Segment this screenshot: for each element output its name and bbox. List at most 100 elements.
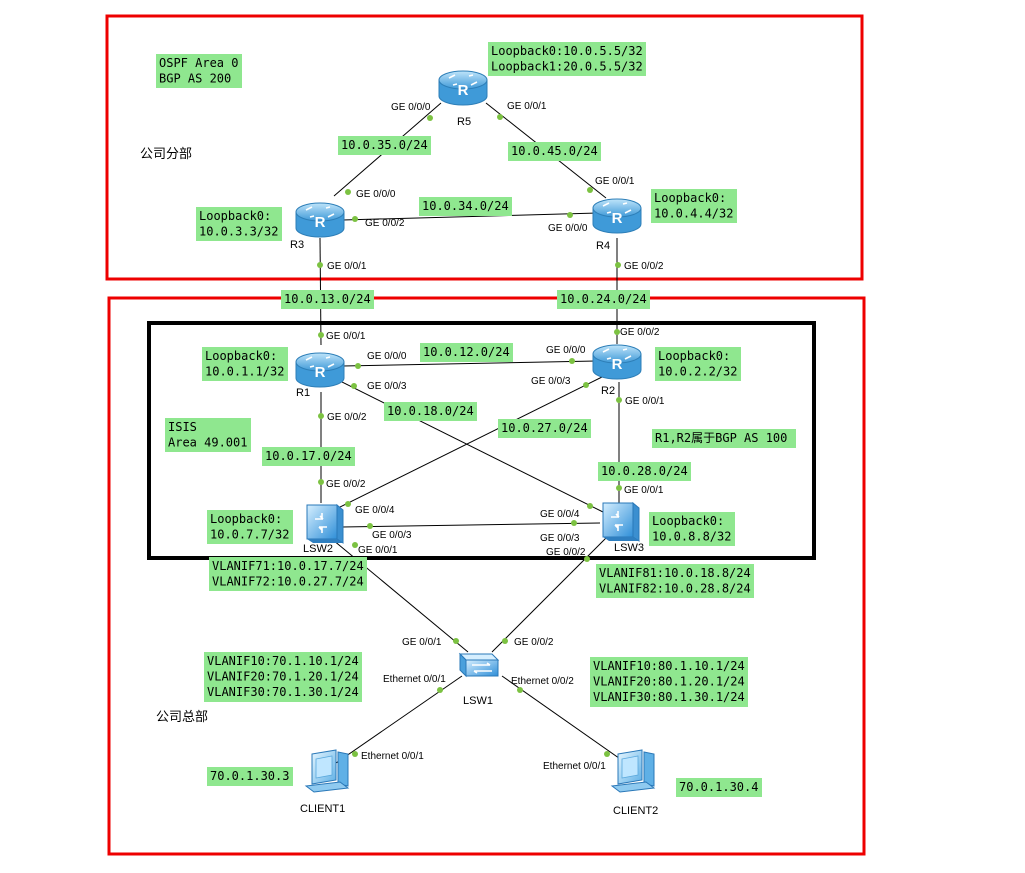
label-background bbox=[156, 54, 242, 88]
port-label: GE 0/0/1 bbox=[624, 485, 664, 496]
router-r4[interactable] bbox=[592, 198, 642, 234]
r3-loopback-label: Loopback0:10.0.3.3/32 bbox=[196, 207, 282, 241]
label-background bbox=[165, 418, 251, 452]
pc-icon bbox=[611, 749, 655, 793]
label-text: 10.0.4.4/32 bbox=[654, 207, 733, 221]
switch-lsw2[interactable] bbox=[306, 504, 344, 544]
label-background bbox=[207, 510, 293, 544]
label-text: 10.0.35.0/24 bbox=[341, 138, 428, 152]
lsw2-loopback-label: Loopback0: 10.0.7.7/32 bbox=[207, 510, 293, 544]
label-text: Loopback0: bbox=[210, 512, 282, 526]
switch-lsw1[interactable] bbox=[459, 653, 499, 677]
port-label: GE 0/0/1 bbox=[595, 176, 635, 187]
switch-lsw3[interactable] bbox=[602, 502, 640, 542]
port-label: GE 0/0/1 bbox=[507, 101, 547, 112]
label-text: 70.0.1.30.3 bbox=[210, 769, 289, 783]
port-label: GE 0/0/1 bbox=[327, 261, 367, 272]
r2-name: R2 bbox=[601, 385, 615, 397]
port-label: GE 0/0/4 bbox=[355, 505, 395, 516]
subnet-10-0-34-label: 10.0.34.0/24 bbox=[419, 197, 512, 216]
router-r1[interactable] bbox=[295, 352, 345, 388]
label-text: 10.0.7.7/32 bbox=[210, 528, 289, 542]
link-r1-lsw3 bbox=[333, 377, 608, 515]
label-text: VLANIF81:10.0.18.8/24 bbox=[599, 566, 751, 580]
port-label: GE 0/0/0 bbox=[391, 102, 431, 113]
label-background bbox=[420, 343, 513, 362]
label-background bbox=[338, 136, 431, 155]
label-text: VLANIF20:70.1.20.1/24 bbox=[207, 670, 359, 684]
port-label: GE 0/0/3 bbox=[531, 376, 571, 387]
label-text: VLANIF10:70.1.10.1/24 bbox=[207, 654, 359, 668]
subnet-10-0-12-label: 10.0.12.0/24 bbox=[420, 343, 513, 362]
link-r2-lsw2 bbox=[329, 376, 603, 513]
subnet-10-0-45-label: 10.0.45.0/24 bbox=[508, 142, 601, 161]
bgp-as100-label: R1,R2属于BGP AS 100 bbox=[652, 429, 796, 448]
port-labels: GE 0/0/0 GE 0/0/1 GE 0/0/0 GE 0/0/2 GE 0… bbox=[326, 101, 665, 772]
label-background bbox=[598, 462, 691, 481]
port-label: GE 0/0/1 bbox=[625, 396, 665, 407]
router-icon bbox=[438, 70, 488, 106]
port-label: GE 0/0/2 bbox=[514, 637, 554, 648]
label-text: 10.0.24.0/24 bbox=[560, 292, 647, 306]
label-text: 10.0.12.0/24 bbox=[423, 345, 510, 359]
label-background bbox=[281, 290, 374, 309]
lsw1-vlanif-left-label: VLANIF10:70.1.10.1/24VLANIF20:70.1.20.1/… bbox=[204, 652, 362, 702]
port-label: GE 0/0/2 bbox=[327, 412, 367, 423]
port-dots bbox=[317, 114, 622, 757]
lsw3-name: LSW3 bbox=[614, 542, 644, 554]
router-r5[interactable] bbox=[438, 70, 488, 106]
port-label: GE 0/0/0 bbox=[356, 189, 396, 200]
isis-label: ISIS Area 49.001 bbox=[165, 418, 251, 452]
port-label: GE 0/0/1 bbox=[326, 331, 366, 342]
port-label: Ethernet 0/0/1 bbox=[383, 674, 446, 685]
subnet-10-0-18-label: 10.0.18.0/24 bbox=[384, 402, 477, 421]
lsw1-vlanif-right-label: VLANIF10:80.1.10.1/24VLANIF20:80.1.20.1/… bbox=[590, 657, 748, 707]
port-label: GE 0/0/0 bbox=[367, 351, 407, 362]
lsw2-vlanif-label: VLANIF71:10.0.17.7/24VLANIF72:10.0.27.7/… bbox=[209, 557, 367, 591]
label-text: 10.0.3.3/32 bbox=[199, 225, 278, 239]
label-text: Loopback1:20.0.5.5/32 bbox=[491, 60, 643, 74]
client2-ip-label: 70.0.1.30.4 bbox=[676, 778, 762, 797]
label-background bbox=[498, 419, 591, 438]
subnet-10-0-28-label: 10.0.28.0/24 bbox=[598, 462, 691, 481]
label-background bbox=[202, 347, 288, 381]
label-background bbox=[557, 290, 650, 309]
port-label: GE 0/0/3 bbox=[372, 530, 412, 541]
subnet-10-0-24-label: 10.0.24.0/24 bbox=[557, 290, 650, 309]
label-text: 10.0.1.1/32 bbox=[205, 365, 284, 379]
l2-switch-icon bbox=[459, 653, 499, 677]
label-background bbox=[196, 207, 282, 241]
label-text: ISIS bbox=[168, 420, 197, 434]
link-r1-r2 bbox=[342, 360, 597, 367]
label-text: 10.0.2.2/32 bbox=[658, 365, 737, 379]
pc-client1[interactable] bbox=[305, 749, 349, 793]
r1-name: R1 bbox=[296, 387, 310, 399]
pc-icon bbox=[305, 749, 349, 793]
router-r2[interactable] bbox=[592, 344, 642, 380]
label-text: Loopback0: bbox=[205, 349, 277, 363]
label-background bbox=[262, 447, 355, 466]
router-r3[interactable] bbox=[295, 202, 345, 238]
subnet-10-0-17-label: 10.0.17.0/24 bbox=[262, 447, 355, 466]
label-text: 10.0.13.0/24 bbox=[284, 292, 371, 306]
label-background bbox=[384, 402, 477, 421]
label-background bbox=[590, 657, 748, 707]
label-text: Area 49.001 bbox=[168, 436, 247, 450]
port-label: GE 0/0/1 bbox=[402, 637, 442, 648]
label-background bbox=[651, 189, 737, 223]
label-background bbox=[596, 564, 754, 598]
pc-client2[interactable] bbox=[611, 749, 655, 793]
label-background bbox=[488, 42, 646, 76]
r4-loopback-label: Loopback0:10.0.4.4/32 bbox=[651, 189, 737, 223]
label-background bbox=[676, 778, 762, 797]
label-text: R1,R2属于BGP AS 100 bbox=[655, 431, 787, 445]
label-background bbox=[508, 142, 601, 161]
branch-region-border bbox=[105, 14, 864, 281]
subnet-10-0-27-label: 10.0.27.0/24 bbox=[498, 419, 591, 438]
label-text: VLANIF30:80.1.30.1/24 bbox=[593, 690, 745, 704]
port-label: Ethernet 0/0/1 bbox=[543, 761, 606, 772]
port-label: Ethernet 0/0/2 bbox=[511, 676, 574, 687]
label-text: 10.0.8.8/32 bbox=[652, 530, 731, 544]
port-label: GE 0/0/2 bbox=[620, 327, 660, 338]
